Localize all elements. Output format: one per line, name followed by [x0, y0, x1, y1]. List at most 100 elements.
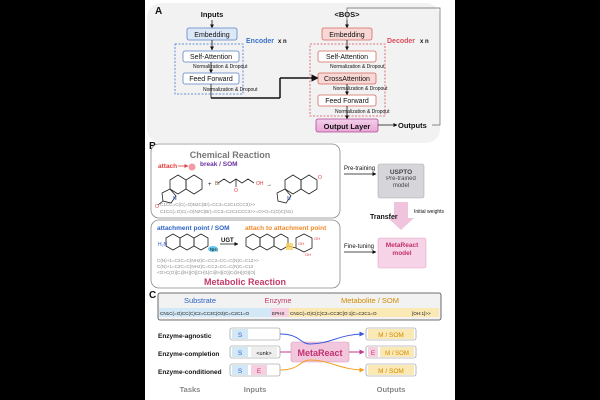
- nitrogen-atom-1: N: [173, 196, 177, 202]
- pretrained-model-label: Pre-trained model: [386, 176, 416, 189]
- conditioned-input-s: S: [238, 368, 243, 375]
- glucuronide-oh-3: OH: [314, 236, 320, 241]
- completion-substrate-cell: [232, 347, 248, 357]
- panel-c: C Substrate Enzyme Metabolite / SOM CN1C…: [149, 290, 442, 394]
- substrate-sequence-bg: [159, 308, 271, 317]
- encoder-self-attention-label: Self-Attention: [190, 54, 232, 61]
- som-sequence: [OH:1]>>: [412, 311, 431, 316]
- decoder-norm-3: Normalization & Dropout: [335, 109, 390, 115]
- output-feedback-loop: [346, 7, 441, 126]
- decoder-self-attention-label: Self-Attention: [326, 54, 368, 61]
- smiles-metabolic-line-2: C(N)+1=C2C=C(NH2)C=CC2=CC=C(N)C=C12: [157, 264, 254, 269]
- oxygen-atom-1: O: [155, 204, 159, 210]
- smiles-chemical-line-1: C1CC=C(C(=O)N2C(Br)=CC3=C2C1CCC3)>>: [160, 202, 256, 207]
- completion-unk-cell: [251, 347, 277, 357]
- outputs-label: Outputs: [398, 121, 427, 130]
- glucuronide-oh-1: OH: [298, 241, 304, 246]
- attachment-som-label: attachment point / SOM: [157, 225, 230, 232]
- reaction-plus-1: +: [208, 182, 212, 188]
- hydroxyl-o: O: [234, 188, 238, 194]
- glucuronide-oh-2: OH: [305, 252, 311, 257]
- encoder-feed-forward-label: Feed Forward: [189, 76, 233, 83]
- output-layer-label: Output Layer: [324, 122, 371, 131]
- task-label-agnostic: Enzyme-agnostic: [158, 333, 212, 340]
- panel-a: A Inputs <BOS> Embedding Encoder x n Sel…: [147, 3, 441, 143]
- conditioned-flow-line: [279, 359, 365, 373]
- decoder-norm-2: Normalization & Dropout: [333, 86, 388, 92]
- conditioned-enzyme-cell: [251, 365, 267, 375]
- encoder-inputs-label: Inputs: [201, 10, 224, 19]
- metareact-model-box: [377, 237, 427, 269]
- nitrogen-atom-2: N: [287, 196, 291, 202]
- panel-a-letter: A: [155, 6, 162, 17]
- product-molecule-drawing: [276, 174, 318, 204]
- uspto-label: USPTO: [390, 169, 412, 176]
- smiles-metabolic-line-1: C(N)+1=C2C=C(NH2)C=CC2=CC=C(N)C=C12>>: [157, 258, 259, 263]
- encoder-embedding-label: Embedding: [194, 32, 230, 39]
- transfer-arrow: [388, 202, 414, 230]
- completion-enzyme-cell: [368, 347, 378, 357]
- metabolic-reaction-box: [150, 219, 341, 289]
- attach-site-marker: [188, 163, 196, 171]
- encoder-times: x n: [278, 39, 287, 45]
- conditioned-substrate-cell: [232, 365, 248, 375]
- enzyme-sequence-bg: [271, 308, 289, 317]
- metareact-hub-label: MetaReact: [297, 348, 342, 358]
- bromine-atom: Br: [215, 181, 220, 187]
- tasks-heading: Tasks: [180, 385, 201, 394]
- decoder-times: x n: [420, 39, 429, 45]
- amine-1: H₂N: [158, 242, 168, 248]
- initial-weights-label: Initial weights: [414, 209, 445, 215]
- metabolite-sequence: CN1C(=O)C(C)C2=CC3C[O:1]C=C2C1=O: [290, 311, 377, 316]
- task-label-conditioned: Enzyme-conditioned: [158, 369, 222, 376]
- encoder-norm-2: Normalization & Dropout: [203, 87, 258, 93]
- pretraining-label: Pre-training: [344, 166, 375, 172]
- metabolite-sequence-bg: [289, 308, 439, 317]
- completion-output-e: E: [371, 350, 376, 357]
- decoder-self-attention-box: [317, 50, 377, 63]
- decoder-cross-attention-label: CrossAttention: [324, 76, 370, 83]
- substrate-molecule-drawing: [165, 233, 209, 251]
- agnostic-substrate-cell: [232, 329, 248, 339]
- carboxyl-oh: OH: [256, 181, 264, 187]
- completion-metabolite-cell: [380, 347, 414, 357]
- glucuronide-linkage-highlight: [286, 243, 293, 250]
- attach-to-label: attach to attachment point: [245, 225, 327, 232]
- outputs-heading: Outputs: [377, 385, 406, 394]
- output-layer-box: [315, 118, 379, 133]
- attach-label: attach: [158, 163, 177, 170]
- reactant-molecule-drawing: [157, 174, 203, 206]
- metareact-model-label: MetaReact model: [385, 242, 419, 257]
- smiles-metabolic-line-3: <O>C(O)[C@H](O)[CH]1[C@H](O)[C@H](O)[O]: [157, 270, 255, 275]
- enzyme-heading: Enzyme: [264, 296, 291, 305]
- panel-b: B Chemical Reaction attach break / SOM O…: [149, 141, 445, 289]
- oxygen-atom-2: O: [318, 175, 322, 181]
- agnostic-flow-line: [279, 331, 365, 345]
- metabolic-reaction-title: Metabolic Reaction: [204, 277, 286, 287]
- completion-output-m: M / SOM: [385, 351, 409, 357]
- decoder-norm-1: Normalization & Dropout: [330, 64, 385, 70]
- ugt-label: UGT: [221, 238, 234, 244]
- enzyme-sequence: EPHX: [272, 311, 285, 316]
- completion-input-s: S: [238, 350, 243, 357]
- agnostic-metabolite-cell: [368, 329, 414, 339]
- conditioned-output-m: M / SOM: [378, 368, 404, 375]
- metabolite-som-heading: Metabolite / SOM: [341, 296, 399, 305]
- decoder-feed-forward-label: Feed Forward: [325, 98, 369, 105]
- amine-2: NH₂: [210, 247, 218, 252]
- decoder-embedding-label: Embedding: [329, 32, 365, 39]
- attachment-point-marker: [208, 246, 218, 252]
- decoder-label: Decoder: [387, 38, 415, 45]
- task-label-completion: Enzyme-completion: [158, 351, 219, 358]
- pretrained-model-box: [377, 163, 425, 199]
- reaction-arrow-1: →: [266, 182, 272, 188]
- encoder-norm-1: Normalization & Dropout: [193, 64, 248, 70]
- reagent-molecule-drawing: [217, 178, 255, 187]
- finetuning-label: Fine-tuning: [344, 244, 374, 250]
- completion-input-unk: <unk>: [256, 351, 271, 357]
- substrate-sequence: CN1C(=O)CC(C)C2=CC3C(O3)C=C2C1=O: [160, 311, 250, 316]
- substrate-heading: Substrate: [184, 296, 216, 305]
- encoder-label: Encoder: [246, 38, 274, 45]
- conditioned-input-e: E: [257, 368, 262, 375]
